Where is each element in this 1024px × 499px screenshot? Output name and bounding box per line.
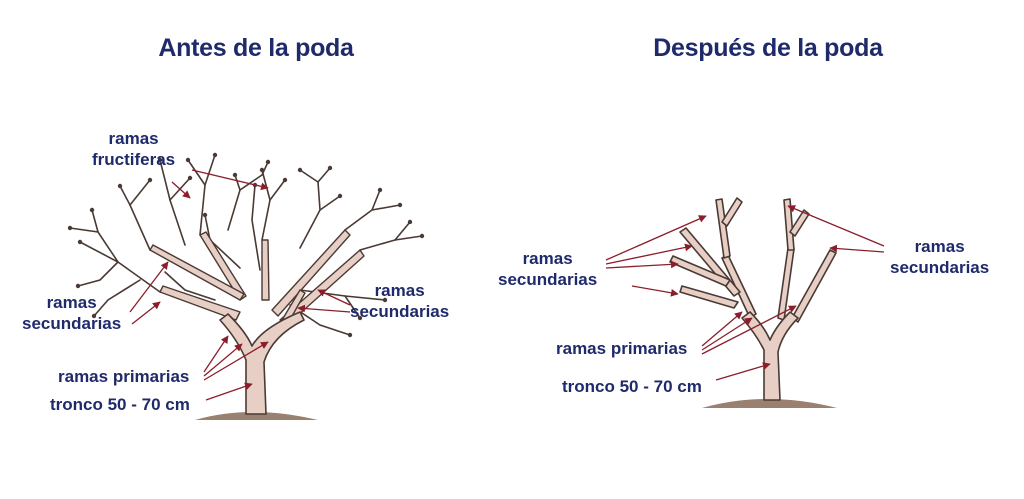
- buds: [67, 152, 425, 338]
- pointer-arrows: [605, 205, 885, 381]
- after-label-primary-branches: ramas primarias: [556, 339, 688, 358]
- secondary-branches: [149, 229, 365, 335]
- tree-after-illustration: [605, 197, 885, 408]
- after-label-secondary-right: ramas secundarias: [890, 237, 990, 277]
- before-label-secondary-right: ramas secundarias: [350, 281, 450, 321]
- ground: [195, 412, 318, 420]
- after-label-secondary-left: ramas secundarias: [498, 249, 598, 289]
- after-label-trunk: tronco 50 - 70 cm: [562, 377, 702, 396]
- trunk-and-primaries: [219, 311, 305, 415]
- after-title: Después de la poda: [653, 34, 883, 62]
- before-label-primary-branches: ramas primarias: [58, 367, 190, 386]
- pointer-arrows: [129, 169, 351, 401]
- before-title: Antes de la poda: [158, 34, 354, 62]
- before-label-secondary-left: ramas secundarias: [22, 293, 122, 333]
- panel-before-pruning: Antes de la poda: [22, 34, 450, 420]
- before-label-trunk: tronco 50 - 70 cm: [50, 395, 190, 414]
- before-label-fruiting-branches: ramas fructiferas: [92, 129, 176, 169]
- ground: [702, 399, 837, 408]
- panel-after-pruning: Después de la poda: [498, 0, 1024, 499]
- canopy-twigs: [69, 154, 423, 336]
- tree-before-illustration: [67, 152, 425, 420]
- pruned-branches: [669, 197, 837, 401]
